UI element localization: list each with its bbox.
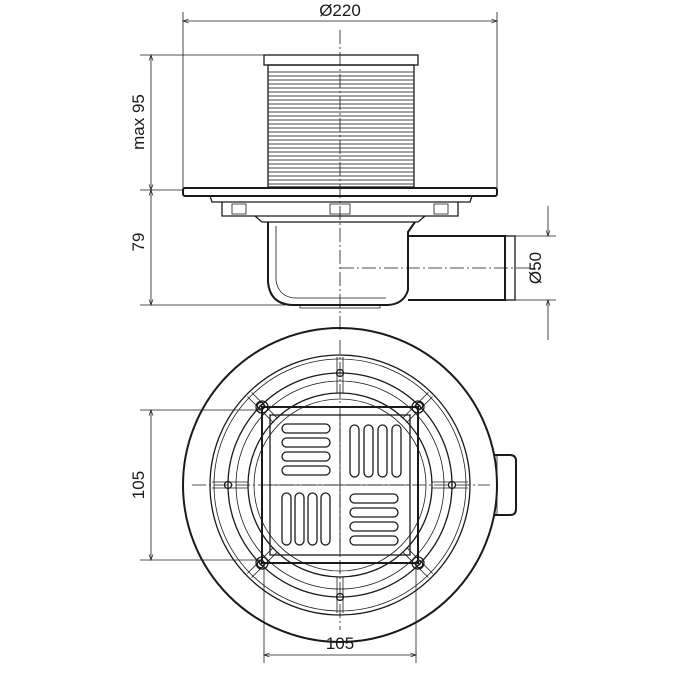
extension-rib xyxy=(267,167,415,173)
screw-center xyxy=(259,404,265,410)
extension-rib xyxy=(267,159,415,165)
screw-head xyxy=(255,400,269,414)
extension-rib xyxy=(267,175,415,181)
dimension-body-height: 79 xyxy=(129,190,285,305)
grate-slot xyxy=(294,492,305,546)
extension-rib xyxy=(267,71,415,77)
grate-slot xyxy=(349,535,399,546)
grate-slot xyxy=(349,493,399,504)
extension-rib xyxy=(267,127,415,133)
extension-ribbed xyxy=(263,54,419,189)
grate-slot xyxy=(281,492,292,546)
grate-slot xyxy=(307,492,318,546)
dimension-outlet-diameter: Ø50 xyxy=(515,206,556,340)
grate-slot xyxy=(320,492,331,546)
outlet-pipe xyxy=(340,235,540,301)
strut-bolt xyxy=(447,480,457,490)
screw-head xyxy=(411,556,425,570)
grate-slot xyxy=(281,451,331,462)
screw-head xyxy=(411,400,425,414)
grate-slot xyxy=(377,424,388,478)
screw-center xyxy=(415,404,421,410)
extension-rib xyxy=(267,135,415,141)
dimension-grate-width: 105 xyxy=(264,563,416,663)
dimension-grate-height: 105 xyxy=(129,410,262,560)
dim-label-grate-height: 105 xyxy=(129,471,148,499)
dimension-max-height: max 95 xyxy=(129,55,268,190)
extension-rib xyxy=(267,87,415,93)
grate-slot xyxy=(281,437,331,448)
dim-label-body-height: 79 xyxy=(129,233,148,252)
grate-screws xyxy=(255,400,425,570)
grate-slot xyxy=(349,521,399,532)
screw-center xyxy=(415,560,421,566)
extension-rib xyxy=(267,119,415,125)
grate-slot xyxy=(363,424,374,478)
outlet-stub xyxy=(494,454,517,516)
extension-rib xyxy=(267,151,415,157)
dim-label-max-height: max 95 xyxy=(129,94,148,150)
grate-slot xyxy=(391,424,402,478)
body xyxy=(267,221,416,309)
plan-view xyxy=(182,327,517,643)
grate-slots xyxy=(281,423,402,546)
screw-center xyxy=(259,560,265,566)
dim-label-grate-width: 105 xyxy=(326,634,354,653)
extension-rib xyxy=(267,111,415,117)
grate-slot xyxy=(349,424,360,478)
grate-slot xyxy=(281,423,331,434)
side-view: Ø220 max 95 79 xyxy=(129,1,556,340)
dimension-top-diameter: Ø220 xyxy=(183,1,497,192)
extension-rib xyxy=(267,79,415,85)
extension-rib xyxy=(267,103,415,109)
extension-rib xyxy=(267,95,415,101)
dim-label-top-diameter: Ø220 xyxy=(319,1,361,20)
grate-slot xyxy=(281,465,331,476)
extension-rib xyxy=(267,143,415,149)
dim-label-outlet-diameter: Ø50 xyxy=(526,252,545,284)
screw-head xyxy=(255,556,269,570)
grate-slot xyxy=(349,507,399,518)
